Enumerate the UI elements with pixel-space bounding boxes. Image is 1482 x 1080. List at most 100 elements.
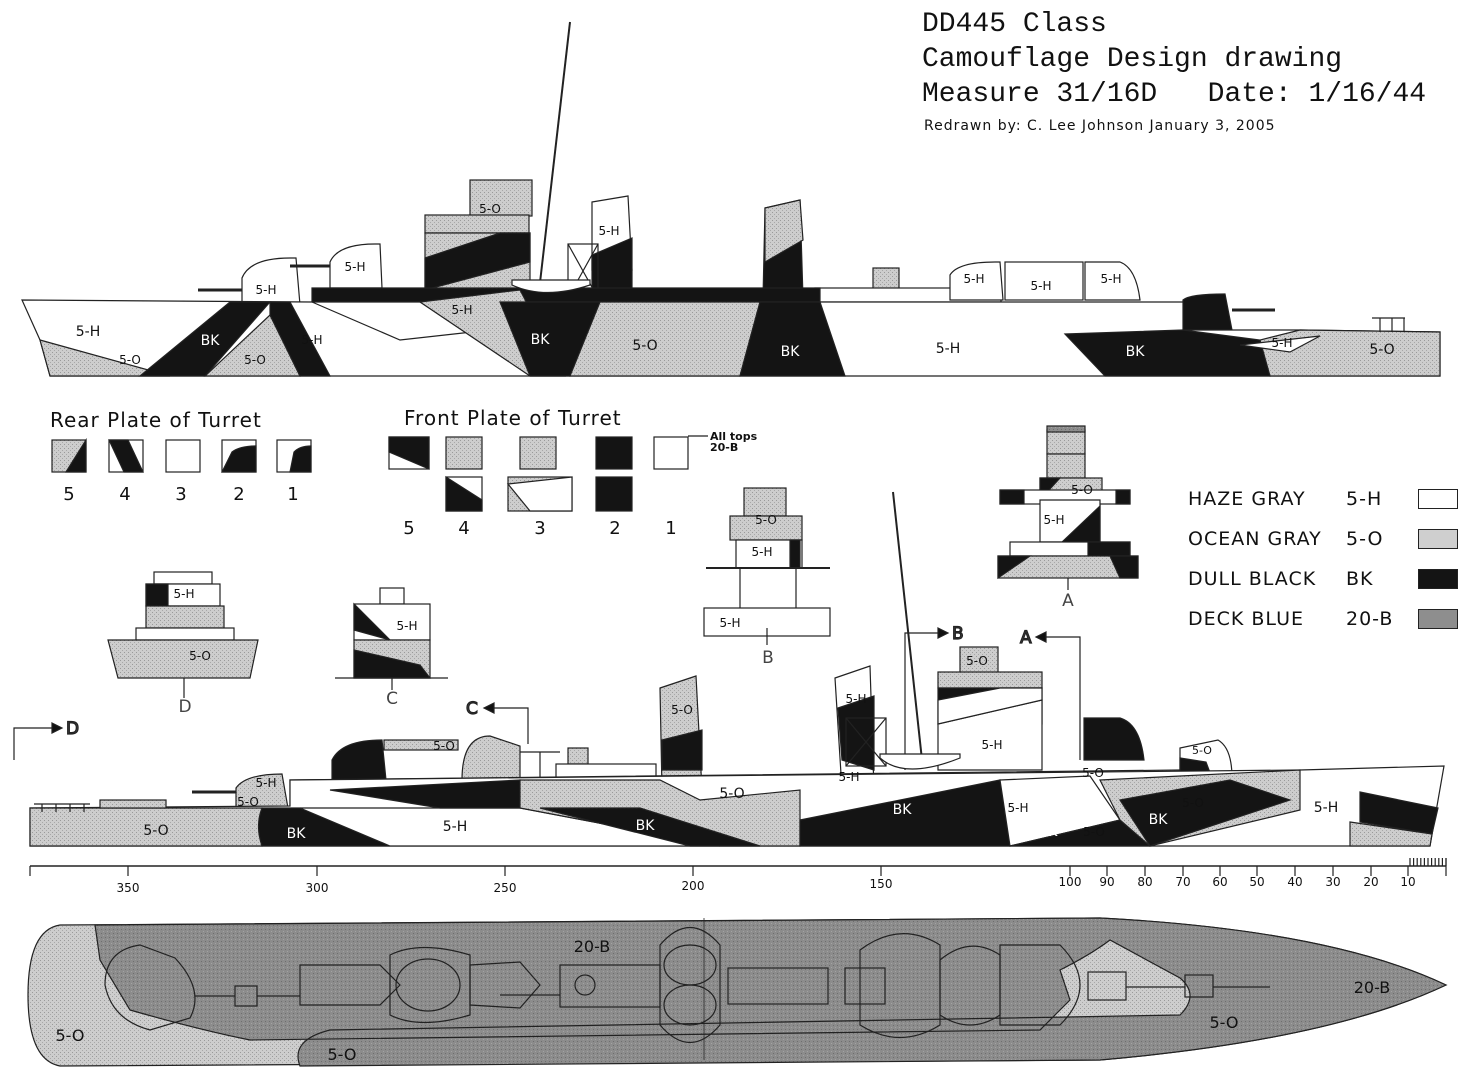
label: 5-O: [237, 795, 259, 809]
label: 5-O: [1182, 796, 1204, 810]
label: 5-H: [452, 303, 473, 317]
sv-c-black: [353, 602, 393, 642]
all-tops-note: 20-B: [710, 441, 738, 454]
turret-2: [1083, 717, 1145, 761]
plan-view: [27, 917, 1448, 1067]
scale-labels: 350 300 250 200 150 100 90 80 70 60 50 4…: [117, 875, 1416, 895]
sv-d-hull: [107, 639, 259, 679]
turret-4: [331, 739, 387, 781]
sv-a-wing-black: [1115, 489, 1131, 505]
credit-line: Redrawn by: C. Lee Johnson January 3, 20…: [924, 118, 1276, 134]
front-plate-1: [653, 436, 689, 470]
rear-plate-3: [165, 439, 201, 473]
mast: [892, 491, 923, 761]
front-plate-2: [595, 436, 633, 470]
legend-swatch: [1418, 609, 1458, 629]
scale-label: 70: [1175, 875, 1190, 889]
scale-label: 300: [306, 881, 329, 895]
whaleboat: [511, 279, 591, 294]
front-plate-3: [519, 436, 557, 470]
scale-label: 40: [1287, 875, 1302, 889]
scale-fine-ticks: [1409, 858, 1447, 866]
turret-numbers: 5 4 3 2 1 5 4 3 2 1 All tops 20-B: [63, 430, 757, 539]
label: BK: [1149, 812, 1169, 828]
rear-plate-title: Rear Plate of Turret: [50, 408, 262, 432]
label: 5-O: [632, 338, 657, 354]
legend-swatch: [1418, 529, 1458, 549]
label: 5-H: [1008, 801, 1029, 815]
label: 5-O: [1369, 342, 1394, 358]
searchlight: [567, 747, 589, 765]
hull-black-4: [739, 301, 846, 377]
front-plate-title: Front Plate of Turret: [404, 406, 622, 430]
legend-code: 5-H: [1346, 488, 1383, 510]
rangefinder: [959, 646, 999, 674]
director: [520, 751, 560, 778]
label: BK: [781, 344, 801, 360]
sv-a-base-black-2: [1109, 555, 1139, 579]
label: 5-O: [479, 202, 501, 216]
mast: [537, 21, 571, 301]
rear-plate-5-black: [64, 437, 87, 473]
whaleboat: [879, 753, 961, 770]
sv-b-black: [789, 539, 801, 569]
hull-black-3: [539, 807, 761, 847]
legend-swatch: [1418, 489, 1458, 509]
rear-number: 2: [233, 484, 244, 505]
turret-two: [329, 243, 383, 289]
sv-d-mid: [145, 605, 225, 629]
legend-code: BK: [1346, 568, 1374, 590]
upper-profile-labels: 5-H 5-O BK 5-O 5-H 5-H BK 5-O BK 5-H BK …: [76, 202, 1395, 367]
rear-plate-4-black: [108, 439, 144, 473]
label: BK: [287, 826, 307, 842]
front-plate-5-black: [388, 436, 430, 470]
scale-label: 90: [1099, 875, 1114, 889]
title-design: Camouflage Design drawing: [922, 44, 1343, 75]
rear-number: 3: [175, 484, 186, 505]
legend-name: OCEAN GRAY: [1188, 528, 1322, 550]
label: 5-O: [328, 1045, 357, 1064]
scale-bar: [29, 858, 1447, 876]
sv-a-base-black: [997, 555, 1032, 580]
section-view-c: [335, 587, 448, 690]
label: 5-O: [755, 513, 777, 527]
title-class: DD445 Class: [922, 9, 1107, 40]
label: BK: [893, 802, 913, 818]
deck-blue-area: [94, 917, 1448, 1067]
rangefinder-block: [469, 179, 533, 217]
scale-label: 150: [870, 877, 893, 891]
label: 5-O: [1071, 483, 1093, 497]
label: 5-O: [1083, 825, 1105, 839]
label: BK: [1126, 344, 1146, 360]
section-letter-c: C: [386, 689, 398, 709]
front-turret-plates: [388, 435, 708, 512]
label: 5-H: [982, 738, 1003, 752]
label: BK: [636, 818, 656, 834]
bridge-top: [424, 214, 530, 234]
label: 5-O: [189, 649, 211, 663]
label: 20-B: [574, 937, 611, 956]
turret-5-stern: [235, 773, 289, 809]
label: 5-H: [1314, 800, 1339, 816]
sv-a-top: [1046, 429, 1086, 455]
scale-label: 30: [1325, 875, 1340, 889]
sv-a-mid: [1046, 453, 1086, 479]
label: 5-H: [345, 260, 366, 274]
section-letter-b: B: [762, 648, 774, 668]
legend-code: 5-O: [1346, 528, 1384, 550]
front-plate-2-low: [595, 476, 633, 512]
legend-name: DECK BLUE: [1188, 608, 1304, 630]
sv-b-top: [743, 487, 787, 517]
label: 5-H: [174, 587, 195, 601]
section-view-b: [703, 487, 831, 645]
bow-gray: [1349, 821, 1433, 847]
label: BK: [201, 333, 221, 349]
stern-rail: [1372, 317, 1405, 332]
stack-two-gray: [764, 199, 804, 264]
turret-four: [1084, 261, 1141, 301]
sv-a-wing-black: [999, 489, 1025, 505]
label: 5-H: [846, 692, 867, 706]
label: 5-O: [119, 353, 141, 367]
scale-label: 20: [1363, 875, 1378, 889]
